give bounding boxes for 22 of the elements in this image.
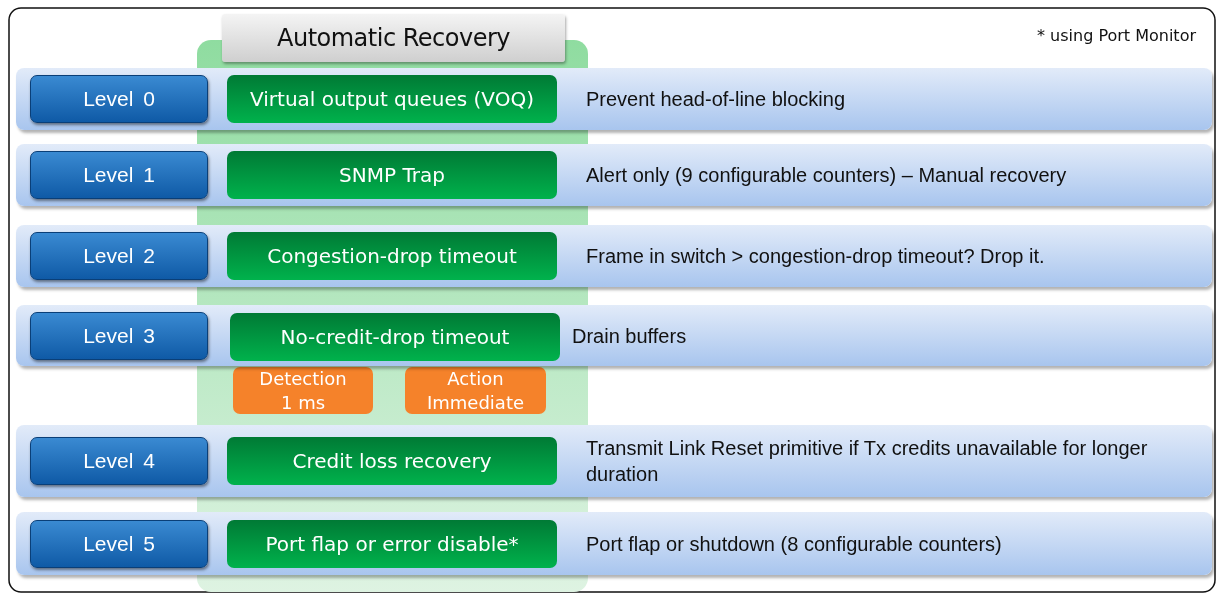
description-text: Alert only (9 configurable counters) – Manual recovery	[586, 163, 1068, 188]
mechanism-box: Virtual output queues (VOQ)	[227, 75, 557, 123]
level-box: Level 5	[30, 519, 208, 568]
description-text: Port flap or shutdown (8 configurable counters)	[586, 531, 1003, 557]
mechanism-box: SNMP Trap	[227, 151, 557, 199]
footnote-text: * using Port Monitor	[1037, 26, 1196, 45]
description-text: Prevent head-of-line blocking	[586, 87, 847, 112]
description-text: Frame in switch > congestion-drop timeout? Drop it.	[586, 244, 1046, 269]
description-text: Transmit Link Reset primitive if Tx credits unavailable for longer duration	[586, 436, 1149, 487]
mechanism-box: Credit loss recovery	[227, 437, 557, 485]
level-box: Level 4	[30, 437, 208, 485]
description-text: Drain buffers	[572, 323, 688, 349]
mechanism-box: No-credit-drop timeout	[230, 313, 560, 361]
level-box: Level 3	[30, 311, 208, 360]
mechanism-box: Congestion-drop timeout	[227, 232, 557, 280]
level-box: Level 0	[30, 75, 208, 123]
level-box: Level 2	[30, 232, 208, 280]
column-header: Automatic Recovery	[222, 14, 565, 62]
level-box: Level 1	[30, 151, 208, 199]
timing-box: Action Immediate	[405, 367, 546, 414]
timing-box: Detection 1 ms	[233, 367, 373, 414]
mechanism-box: Port flap or error disable*	[227, 519, 557, 568]
